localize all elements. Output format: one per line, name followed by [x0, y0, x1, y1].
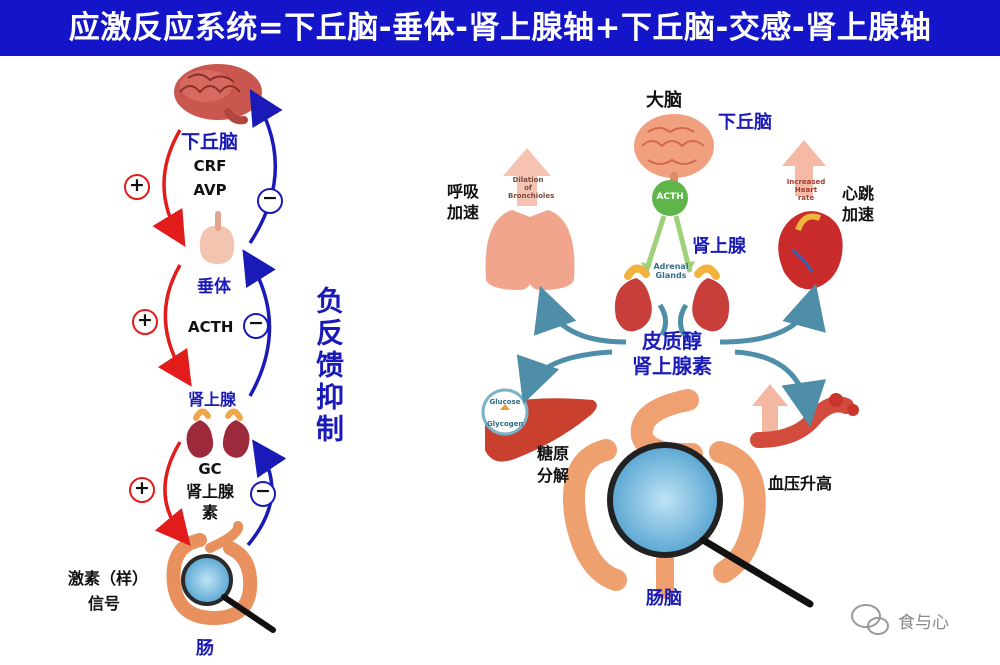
- left-adrenal-label: 肾上腺: [188, 390, 237, 409]
- plus-sign-2: +: [137, 309, 153, 331]
- glycogen-tag: Glycogen: [487, 420, 524, 428]
- heart-label-1: 心跳: [842, 184, 875, 203]
- left-intestine-icon: [166, 521, 276, 633]
- bronchioles-tag: Dilation of Bronchioles: [508, 176, 555, 200]
- acth-badge-text: ACTH: [656, 192, 684, 202]
- gc-label: GC: [198, 460, 222, 478]
- negative-feedback-label: 负反馈抑制: [312, 286, 345, 446]
- adrenaline-label-suffix: 素: [201, 503, 218, 522]
- minus-sign-3: −: [255, 480, 271, 502]
- acth-label: ACTH: [188, 318, 234, 336]
- glucose-tag: Glucose: [489, 398, 521, 406]
- watermark: 食与心: [898, 613, 949, 633]
- minus-badge-3: [250, 481, 276, 507]
- blood-pressure-label: 血压升高: [768, 474, 833, 493]
- avp-label: AVP: [193, 181, 227, 199]
- right-brain-icon: [634, 114, 714, 192]
- acth-badge: [652, 180, 688, 216]
- right-hypothalamus-label: 下丘脑: [718, 112, 772, 133]
- heart-icon: [778, 140, 843, 290]
- wechat-icon: [851, 604, 889, 635]
- left-hypothalamus-label: 下丘脑: [181, 131, 239, 153]
- minus-sign-1: −: [262, 187, 278, 209]
- plus-badge-2: [132, 309, 158, 335]
- pathway-arrows: [516, 283, 827, 427]
- gut-brain-label: 肠脑: [646, 588, 682, 609]
- adrenaline-label: 肾上腺: [185, 482, 234, 501]
- left-brain-icon: [174, 64, 262, 125]
- minus-badge-1: [257, 188, 283, 214]
- crf-label: CRF: [193, 157, 227, 175]
- left-adrenal-icon: [186, 408, 250, 458]
- plus-sign-1: +: [129, 174, 145, 196]
- lungs-icon: [485, 148, 575, 290]
- signal-label-1: 激素（样）: [68, 569, 149, 588]
- plus-sign-3: +: [134, 477, 150, 499]
- cortisol-label: 皮质醇: [642, 329, 702, 353]
- adrenal-glands-tag: Adrenal Glands: [653, 262, 689, 280]
- pituitary-label: 垂体: [197, 277, 231, 297]
- right-adrenal-label: 肾上腺: [692, 236, 746, 257]
- magnifier-lens: [607, 442, 723, 558]
- glycogen-label-2: 分解: [537, 466, 570, 485]
- heart-rate-tag: Increased Heart rate: [786, 178, 826, 202]
- right-brain-label: 大脑: [646, 90, 682, 111]
- pituitary-icon: [199, 211, 235, 264]
- title-bar: [0, 0, 1000, 56]
- breath-label-1: 呼吸: [447, 182, 480, 201]
- plus-badge-1: [124, 174, 150, 200]
- plus-badge-3: [129, 477, 155, 503]
- page-title: 应激反应系统=下丘脑-垂体-肾上腺轴+下丘脑-交感-肾上腺轴: [68, 10, 932, 46]
- magnifier-handle: [699, 536, 814, 608]
- right-adrenal-icon: [614, 264, 730, 332]
- minus-badge-2: [243, 313, 269, 339]
- glycogen-label-1: 糖原: [537, 444, 570, 463]
- epinephrine-label: 肾上腺素: [632, 354, 712, 378]
- left-gut-label: 肠: [196, 638, 214, 659]
- heart-label-2: 加速: [842, 205, 875, 224]
- breath-label-2: 加速: [447, 203, 480, 222]
- minus-sign-2: −: [248, 312, 264, 334]
- liver-icon: [481, 388, 597, 462]
- signal-label-2: 信号: [88, 594, 121, 613]
